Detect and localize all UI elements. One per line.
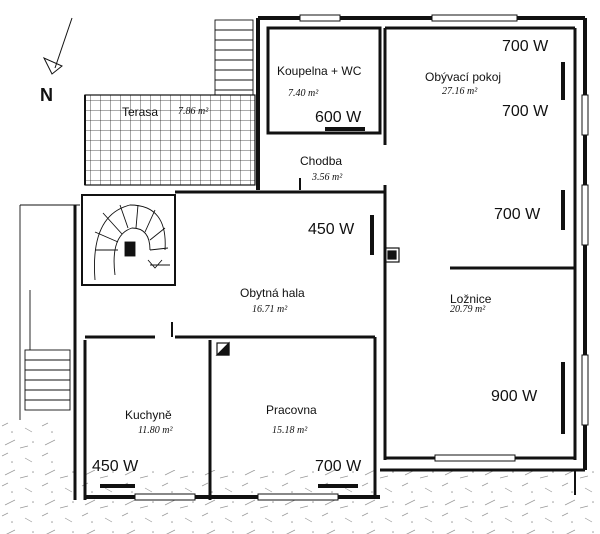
terrace-tiles <box>84 94 256 186</box>
radiator-label-hala: 450 W <box>308 221 355 238</box>
room-area-obyvaci: 27.16 m² <box>442 86 478 97</box>
room-name-obyvaci: Obývací pokoj <box>425 70 502 84</box>
room-name-hala: Obytná hala <box>240 286 305 300</box>
room-name-pracovna: Pracovna <box>266 403 317 417</box>
radiator-label-obyvaci-mid: 700 W <box>502 103 549 120</box>
entry-stairs-top <box>214 19 254 96</box>
room-area-kuchyne: 11.80 m² <box>138 425 173 436</box>
garden-texture-left <box>0 420 60 534</box>
room-name-terasa: Terasa <box>122 105 159 119</box>
room-name-koupelna: Koupelna + WC <box>277 64 362 78</box>
radiator-label-pracovna: 700 W <box>315 458 362 475</box>
room-name-kuchyne: Kuchyně <box>125 408 172 422</box>
radiator-label-loznice: 900 W <box>491 388 538 405</box>
radiator-label-kuchyne: 450 W <box>92 458 139 475</box>
north-arrow-icon <box>42 17 73 75</box>
radiator-marks <box>100 62 565 488</box>
room-name-chodba: Chodba <box>300 154 343 168</box>
room-area-loznice: 20.79 m² <box>450 304 486 315</box>
side-stairs <box>19 204 80 420</box>
spiral-staircase <box>81 194 176 286</box>
garden-texture <box>60 470 600 534</box>
room-area-terasa: 7.86 m² <box>178 106 209 117</box>
radiator-label-koupelna: 600 W <box>315 109 362 126</box>
room-name-loznice: Ložnice <box>450 292 492 306</box>
room-area-pracovna: 15.18 m² <box>272 425 308 436</box>
room-area-koupelna: 7.40 m² <box>288 88 319 99</box>
room-area-chodba: 3.56 m² <box>312 172 343 183</box>
north-label: N <box>40 85 53 105</box>
radiator-label-obyvaci-top: 700 W <box>502 38 549 55</box>
radiator-label-obyvaci-low: 700 W <box>494 206 541 223</box>
room-area-hala: 16.71 m² <box>252 304 288 315</box>
windows <box>134 14 589 501</box>
chimneys <box>215 247 400 356</box>
